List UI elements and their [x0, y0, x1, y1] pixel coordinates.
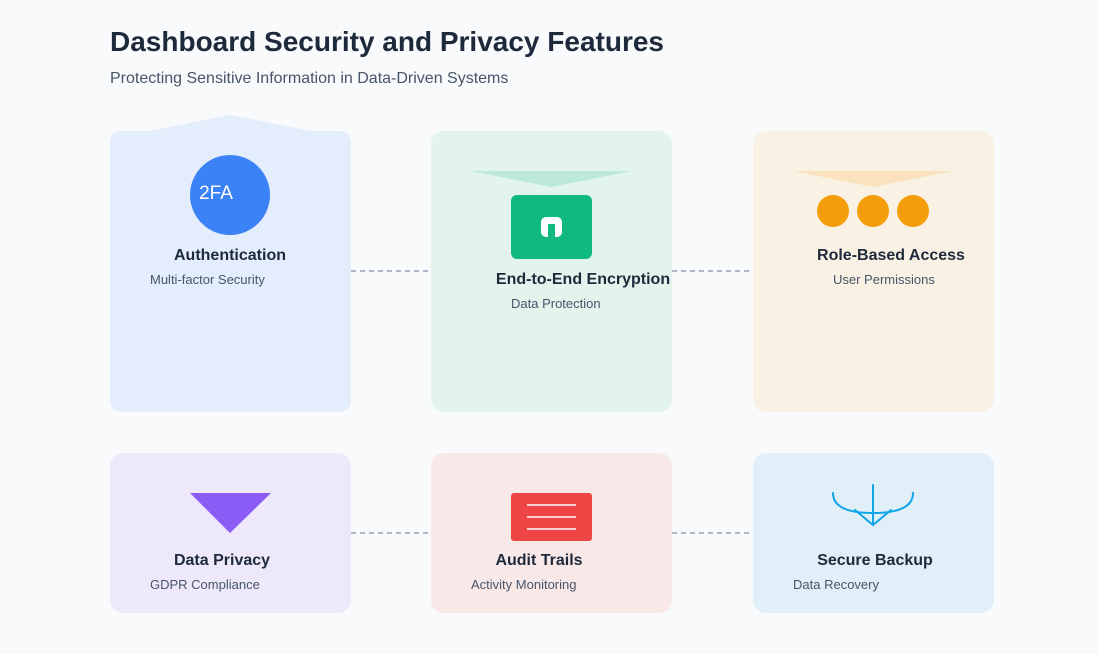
two-factor-badge-icon: [190, 155, 270, 235]
card-background: [110, 115, 351, 412]
shield-icon: [190, 493, 271, 533]
card-background: [753, 131, 994, 412]
backup-icon: [832, 484, 914, 526]
card-title: Secure Backup: [817, 552, 933, 569]
card-header-accent: [793, 171, 953, 187]
card-description: Multi-factor Security: [150, 272, 265, 287]
card-description: User Permissions: [833, 272, 935, 287]
lock-icon: [511, 195, 592, 259]
two-factor-badge-label: 2FA: [199, 183, 233, 204]
feature-card-encryption[interactable]: End-to-End Encryption Data Protection: [431, 131, 672, 412]
card-title: Role-Based Access: [817, 247, 965, 264]
card-description: Data Protection: [511, 296, 601, 311]
card-title: Data Privacy: [174, 552, 270, 569]
feature-card-data-privacy[interactable]: Data Privacy GDPR Compliance: [110, 453, 351, 613]
feature-card-secure-backup[interactable]: Secure Backup Data Recovery: [753, 453, 994, 613]
feature-card-authentication[interactable]: 2FA Authentication Multi-factor Security: [110, 115, 351, 412]
card-title: Audit Trails: [495, 552, 582, 569]
users-icon: [817, 195, 929, 227]
diagram-title: Dashboard Security and Privacy Features: [110, 26, 664, 57]
card-description: Activity Monitoring: [471, 577, 576, 592]
connectors: [351, 270, 752, 534]
card-header-accent: [471, 171, 632, 187]
log-document-icon: [511, 493, 592, 541]
feature-card-audit-trails[interactable]: Audit Trails Activity Monitoring: [431, 453, 672, 613]
card-title: Authentication: [174, 247, 286, 264]
card-title: End-to-End Encryption: [496, 271, 670, 288]
card-description: Data Recovery: [793, 577, 879, 592]
card-background: [753, 453, 994, 613]
feature-card-role-based-access[interactable]: Role-Based Access User Permissions: [753, 131, 994, 412]
card-background: [110, 453, 351, 613]
diagram-subtitle: Protecting Sensitive Information in Data…: [110, 70, 508, 87]
card-description: GDPR Compliance: [150, 577, 260, 592]
card-background: [431, 131, 672, 412]
